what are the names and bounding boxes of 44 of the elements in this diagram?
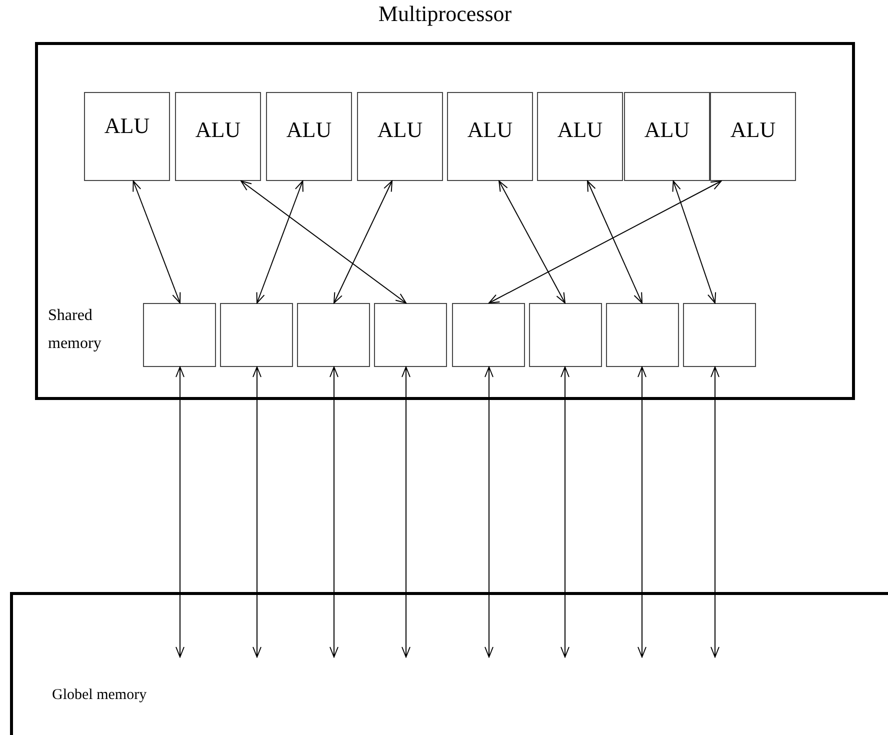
memory-panel bbox=[10, 592, 888, 735]
double-arrow bbox=[176, 366, 184, 658]
memory-cell bbox=[452, 303, 525, 367]
double-arrow bbox=[484, 366, 494, 658]
double-arrow bbox=[252, 366, 262, 658]
unit-label: ALU bbox=[285, 117, 333, 143]
memory-cell bbox=[220, 303, 293, 367]
box-title: Multiprocessor bbox=[377, 1, 513, 27]
unit-label: ALU bbox=[194, 117, 242, 143]
unit-label: ALU bbox=[556, 117, 604, 143]
alu-box bbox=[175, 92, 261, 181]
unit-label: ALU bbox=[103, 113, 151, 139]
unit-label: ALU bbox=[466, 117, 514, 143]
double-arrow bbox=[132, 180, 181, 304]
memory-cell bbox=[606, 303, 679, 367]
alu-box bbox=[624, 92, 710, 181]
alu-box bbox=[357, 92, 443, 181]
memory-cell bbox=[683, 303, 756, 367]
double-arrow bbox=[710, 366, 720, 658]
box-label: Globel memory bbox=[52, 687, 147, 704]
double-arrow bbox=[498, 180, 566, 304]
unit-label: ALU bbox=[376, 117, 424, 143]
unit-label: ALU bbox=[729, 117, 777, 143]
alu-box bbox=[266, 92, 352, 181]
memory-cell bbox=[374, 303, 447, 367]
alu-box bbox=[710, 92, 796, 181]
memory-cell bbox=[143, 303, 216, 367]
unit-label: ALU bbox=[643, 117, 691, 143]
alu-box bbox=[84, 92, 170, 181]
alu-box bbox=[537, 92, 623, 181]
double-arrow bbox=[240, 180, 406, 304]
double-arrow bbox=[638, 366, 646, 658]
double-arrow bbox=[672, 180, 716, 304]
double-arrow bbox=[488, 180, 722, 304]
section-label: Shared memory bbox=[48, 306, 102, 354]
alu-box bbox=[447, 92, 533, 181]
double-arrow bbox=[334, 180, 393, 304]
memory-cell bbox=[297, 303, 370, 367]
double-arrow bbox=[560, 366, 570, 658]
memory-cell bbox=[529, 303, 602, 367]
double-arrow bbox=[402, 366, 410, 658]
double-arrow bbox=[587, 180, 642, 304]
double-arrow bbox=[256, 180, 304, 304]
double-arrow bbox=[330, 366, 338, 658]
